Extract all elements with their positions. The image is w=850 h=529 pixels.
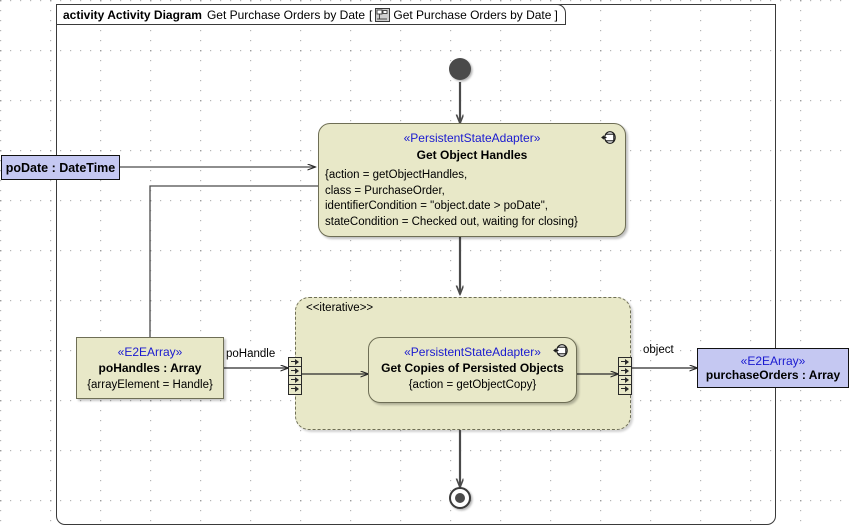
- expansion-pin: [289, 358, 301, 367]
- action-get-object-handles-stereotype: «PersistentStateAdapter»: [403, 131, 541, 145]
- object-node-podate-label: poDate : DateTime: [5, 160, 116, 175]
- property-line: class = PurchaseOrder,: [325, 184, 445, 197]
- property-line: identifierCondition = "object.date > poD…: [325, 200, 548, 212]
- property-line: {action = getObjectHandles,: [325, 169, 468, 181]
- action-get-copies-title: Get Copies of Persisted Objects: [381, 361, 564, 375]
- activity-frame: [56, 4, 776, 525]
- object-node-pohandles[interactable]: «E2EArray» poHandles : Array {arrayEleme…: [76, 337, 224, 399]
- action-get-object-handles[interactable]: «PersistentStateAdapter» Get Object Hand…: [318, 123, 626, 237]
- object-node-pohandles-properties: {arrayElement = Handle}: [87, 378, 213, 391]
- frame-keyword: activity Activity Diagram: [63, 7, 202, 22]
- expansion-pin: [619, 358, 631, 367]
- action-get-copies-of-persisted-objects[interactable]: «PersistentStateAdapter» Get Copies of P…: [368, 337, 577, 403]
- frame-bracket-close: ]: [554, 7, 558, 22]
- edge-label-pohandle: poHandle: [226, 348, 276, 360]
- expansion-pin: [289, 367, 301, 376]
- persistent-state-adapter-icon: [553, 343, 569, 358]
- property-line: stateCondition = Checked out, waiting fo…: [325, 215, 578, 228]
- activity-frame-header: activity Activity Diagram Get Purchase O…: [56, 4, 566, 25]
- expansion-pin: [619, 376, 631, 385]
- expansion-node-input-pins[interactable]: [288, 357, 302, 395]
- edge-label-object: object: [643, 344, 674, 356]
- expansion-pin: [289, 385, 301, 394]
- expansion-node-output-pins[interactable]: [618, 357, 632, 395]
- object-node-podate[interactable]: poDate : DateTime: [1, 155, 120, 180]
- expansion-pin: [289, 376, 301, 385]
- object-node-pohandles-title: poHandles : Array: [98, 360, 202, 375]
- object-node-pohandles-stereotype: «E2EArray»: [117, 344, 183, 359]
- activity-diagram-icon: [375, 7, 391, 22]
- object-node-purchaseorders-stereotype: «E2EArray»: [740, 354, 806, 368]
- activity-final-node[interactable]: [449, 487, 471, 509]
- object-node-purchaseorders-title: purchaseOrders : Array: [705, 368, 841, 382]
- frame-name: Get Purchase Orders by Date: [206, 7, 366, 22]
- frame-bracket-open: [: [369, 7, 373, 22]
- action-get-copies-properties: {action = getObjectCopy}: [408, 379, 537, 391]
- persistent-state-adapter-icon: [601, 130, 617, 145]
- initial-node[interactable]: [449, 58, 471, 80]
- action-get-object-handles-title: Get Object Handles: [416, 148, 528, 162]
- expansion-region-label: <<iterative>>: [306, 302, 374, 314]
- expansion-pin: [619, 385, 631, 394]
- object-node-purchaseorders[interactable]: «E2EArray» purchaseOrders : Array: [697, 348, 849, 388]
- expansion-pin: [619, 367, 631, 376]
- action-get-object-handles-properties: {action = getObjectHandles, class = Purc…: [319, 168, 625, 230]
- frame-qualified-name: Get Purchase Orders by Date: [393, 7, 552, 22]
- action-get-copies-stereotype: «PersistentStateAdapter»: [404, 345, 541, 359]
